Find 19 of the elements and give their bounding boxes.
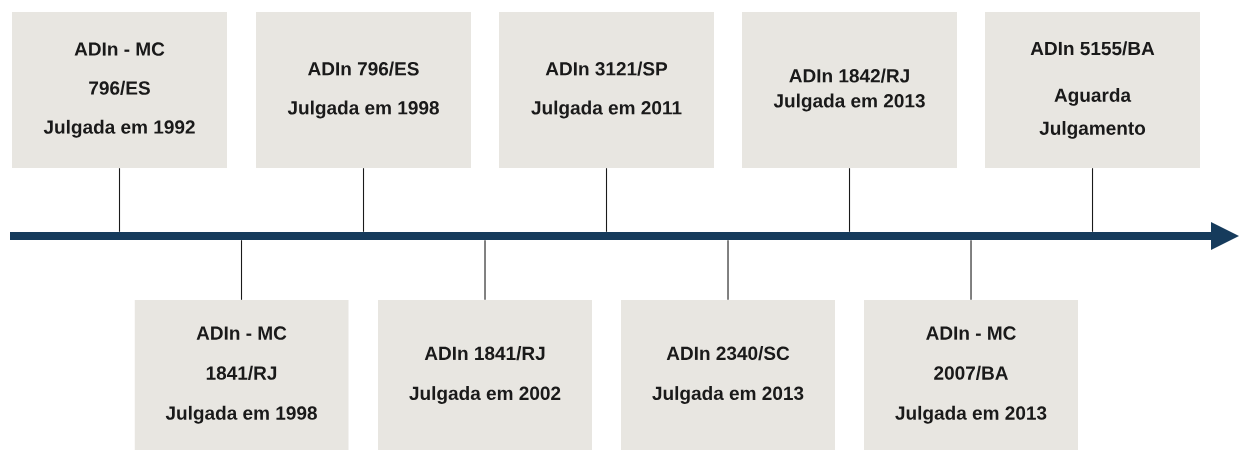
connector-line bbox=[240, 239, 243, 301]
connector-line bbox=[605, 167, 608, 233]
connector-line bbox=[118, 167, 121, 233]
event-box: ADIn - MC 1841/RJ Julgada em 1998 bbox=[134, 300, 349, 450]
event-box: ADIn 1841/RJ Julgada em 2002 bbox=[378, 300, 592, 450]
event-box: ADIn 2340/SC Julgada em 2013 bbox=[621, 300, 835, 450]
connector-line bbox=[1091, 167, 1094, 233]
event-box: ADIn - MC 796/ES Julgada em 1992 bbox=[12, 12, 227, 168]
event-box: ADIn 1842/RJ Julgada em 2013 bbox=[742, 12, 957, 168]
event-box: ADIn 796/ES Julgada em 1998 bbox=[256, 12, 471, 168]
event-box: ADIn - MC 2007/BA Julgada em 2013 bbox=[864, 300, 1078, 450]
timeline-arrow bbox=[10, 222, 1239, 250]
connector-line bbox=[484, 239, 486, 301]
connector-line bbox=[970, 239, 972, 301]
connector-line bbox=[848, 167, 851, 233]
connector-line bbox=[727, 239, 729, 301]
connector-line bbox=[362, 167, 365, 233]
event-box: ADIn 5155/BA Aguarda Julgamento bbox=[985, 12, 1200, 168]
event-box: ADIn 3121/SP Julgada em 2011 bbox=[499, 12, 714, 168]
